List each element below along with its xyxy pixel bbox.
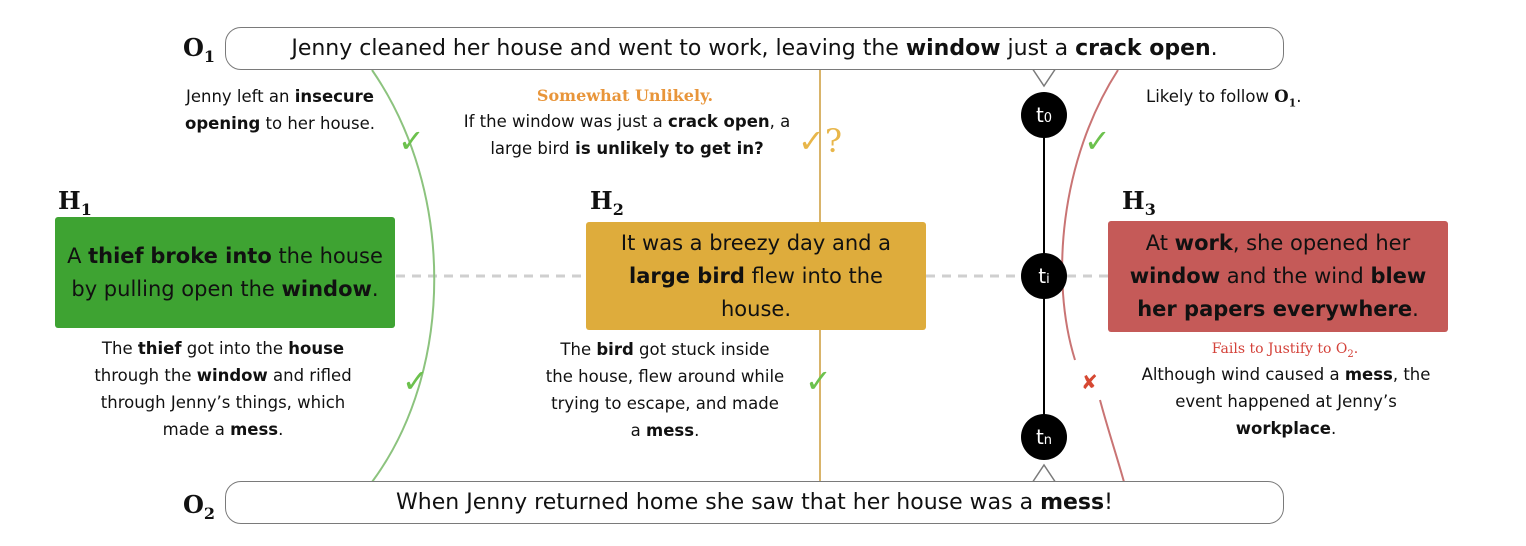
h3-path-curve-upper xyxy=(1061,69,1119,361)
h1-bottom-check-icon: ✓ xyxy=(402,362,429,400)
h1-bottom-note: The thief got into the house through the… xyxy=(94,339,352,439)
h2-bottom-check-icon: ✓ xyxy=(805,362,832,400)
h3-top-check-icon: ✓ xyxy=(1084,122,1111,160)
o2-label: O2 xyxy=(183,490,215,523)
o1-label: O1 xyxy=(183,33,215,66)
h1-top-check-icon: ✓ xyxy=(398,122,425,160)
o1-text: Jenny cleaned her house and went to work… xyxy=(291,36,1218,61)
h3-box: At work, she opened her window and the w… xyxy=(1108,221,1448,332)
h1-text: A thief broke into the house by pulling … xyxy=(67,243,383,301)
h2-label: H2 xyxy=(590,186,624,219)
h3-text: At work, she opened her window and the w… xyxy=(1129,231,1427,321)
o2-bubble: When Jenny returned home she saw that he… xyxy=(225,481,1284,524)
o1-bubble: Jenny cleaned her house and went to work… xyxy=(225,27,1284,70)
h3-top-note: Likely to follow O1. xyxy=(1146,87,1302,110)
o1-label-sub: 1 xyxy=(203,46,216,66)
o2-bubble-tail xyxy=(1031,463,1057,484)
h1-box: A thief broke into the house by pulling … xyxy=(55,217,395,328)
h1-label: H1 xyxy=(58,186,92,219)
h2-check-icon: ✓ xyxy=(798,122,825,160)
h2-top-heading: Somewhat Unlikely. xyxy=(536,86,714,105)
h3-bottom-note: Although wind caused a mess, the event h… xyxy=(1141,365,1431,438)
h2-question-icon: ? xyxy=(824,122,842,160)
h3-path-curve-lower xyxy=(1099,399,1125,483)
o1-bubble-tail xyxy=(1031,67,1057,88)
h3-bottom-heading: Fails to Justify to O2. xyxy=(1211,341,1359,360)
o2-label-base: O xyxy=(183,490,204,519)
h2-bottom-note: The bird got stuck inside the house, fle… xyxy=(545,340,785,440)
h3-cross-icon: ✘ xyxy=(1081,370,1098,394)
h2-unsure-mark: ✓? xyxy=(798,122,842,160)
h2-top-note: If the window was just a crack open, a l… xyxy=(463,112,791,158)
h2-box: It was a breezy day and a large bird fle… xyxy=(586,222,926,330)
o2-text: When Jenny returned home she saw that he… xyxy=(396,490,1113,515)
h2-text: It was a breezy day and a large bird fle… xyxy=(620,230,892,321)
o2-label-sub: 2 xyxy=(203,503,216,523)
h1-path-curve xyxy=(371,69,436,483)
h3-label: H3 xyxy=(1122,186,1156,219)
o1-label-base: O xyxy=(183,33,204,62)
